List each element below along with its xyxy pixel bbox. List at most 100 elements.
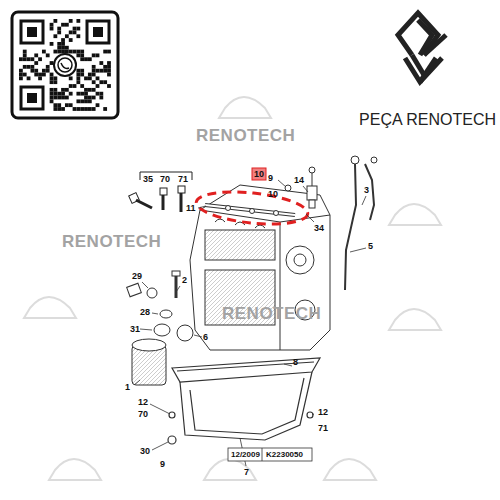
qr-module — [80, 107, 84, 111]
qr-module — [38, 57, 42, 61]
qr-module — [107, 84, 111, 88]
qr-module — [61, 23, 65, 27]
oil-sensor — [285, 167, 317, 208]
qr-module — [96, 69, 100, 73]
qr-module — [80, 84, 84, 88]
qr-module — [103, 65, 107, 69]
qr-module — [23, 57, 27, 61]
qr-module — [96, 76, 100, 80]
qr-module — [88, 99, 92, 103]
qr-module — [61, 96, 65, 100]
qr-module — [92, 96, 96, 100]
qr-module — [19, 76, 23, 80]
qr-module — [107, 61, 111, 65]
qr-module — [103, 50, 107, 54]
bolt-group — [129, 172, 192, 212]
qr-module — [88, 76, 92, 80]
qr-module — [50, 61, 54, 65]
qr-module — [61, 107, 65, 111]
qr-module — [88, 96, 92, 100]
qr-module — [76, 34, 80, 38]
qr-module — [50, 99, 54, 103]
callout-number: 9 — [268, 174, 273, 183]
qr-module — [76, 80, 80, 84]
qr-module — [69, 38, 73, 42]
callout-number: 31 — [130, 325, 140, 334]
qr-module — [53, 103, 57, 107]
qr-module — [88, 57, 92, 61]
qr-module — [61, 38, 65, 42]
qr-module — [50, 73, 54, 77]
car-watermark — [24, 97, 441, 480]
qr-module — [76, 69, 80, 73]
qr-module — [53, 107, 57, 111]
qr-module — [88, 73, 92, 77]
dipstick — [345, 156, 377, 290]
qr-module — [65, 103, 69, 107]
qr-module — [57, 30, 61, 34]
reference-box — [228, 448, 312, 461]
qr-module — [50, 27, 54, 31]
callout-number: 12 — [138, 398, 148, 407]
qr-module — [76, 27, 80, 31]
qr-module — [88, 107, 92, 111]
qr-module — [65, 34, 69, 38]
callout-number: 5 — [368, 242, 373, 251]
qr-module — [73, 27, 77, 31]
qr-module — [80, 92, 84, 96]
qr-module — [57, 107, 61, 111]
callout-number: 2 — [182, 276, 187, 285]
qr-module — [53, 92, 57, 96]
qr-module — [57, 27, 61, 31]
callout-number: 34 — [314, 224, 324, 233]
qr-module — [84, 99, 88, 103]
qr-module — [23, 73, 27, 77]
qr-module — [76, 99, 80, 103]
qr-module — [80, 69, 84, 73]
qr-module — [61, 46, 65, 50]
qr-module — [61, 42, 65, 46]
callout-number: 70 — [138, 410, 148, 419]
qr-module — [57, 42, 61, 46]
qr-module — [99, 96, 103, 100]
qr-module — [99, 80, 103, 84]
callout-number: 71 — [318, 424, 328, 433]
qr-module — [96, 103, 100, 107]
date-code: 12/2009 — [231, 451, 260, 459]
watermark: RENOTECH — [222, 305, 321, 322]
qr-module — [27, 57, 31, 61]
qr-module — [76, 53, 80, 57]
qr-module — [84, 88, 88, 92]
qr-module — [107, 69, 111, 73]
qr-module — [30, 65, 34, 69]
qr-module — [92, 53, 96, 57]
qr-module — [76, 73, 80, 77]
watermark: RENOTECH — [196, 127, 295, 144]
qr-module — [53, 88, 57, 92]
qr-module — [99, 61, 103, 65]
qr-module — [73, 107, 77, 111]
qr-module — [30, 69, 34, 73]
qr-module — [76, 50, 80, 54]
diagram-reference: K2230050 — [266, 451, 303, 459]
small-parts — [127, 271, 193, 341]
qr-module — [30, 57, 34, 61]
watermark: RENOTECH — [62, 233, 161, 250]
qr-module — [107, 50, 111, 54]
qr-module — [34, 61, 38, 65]
qr-module — [80, 53, 84, 57]
qr-module — [57, 92, 61, 96]
qr-module — [57, 50, 61, 54]
shop-title: PEÇA RENOTECH — [359, 112, 496, 128]
qr-module — [69, 103, 73, 107]
callout-number: 9 — [160, 460, 165, 469]
qr-module — [42, 73, 46, 77]
qr-module — [99, 69, 103, 73]
qr-module — [73, 30, 77, 34]
qr-module — [107, 65, 111, 69]
qr-module — [53, 76, 57, 80]
qr-module — [76, 19, 80, 23]
qr-module — [76, 107, 80, 111]
callout-number: 12 — [318, 408, 328, 417]
callout-number: 11 — [186, 204, 196, 213]
